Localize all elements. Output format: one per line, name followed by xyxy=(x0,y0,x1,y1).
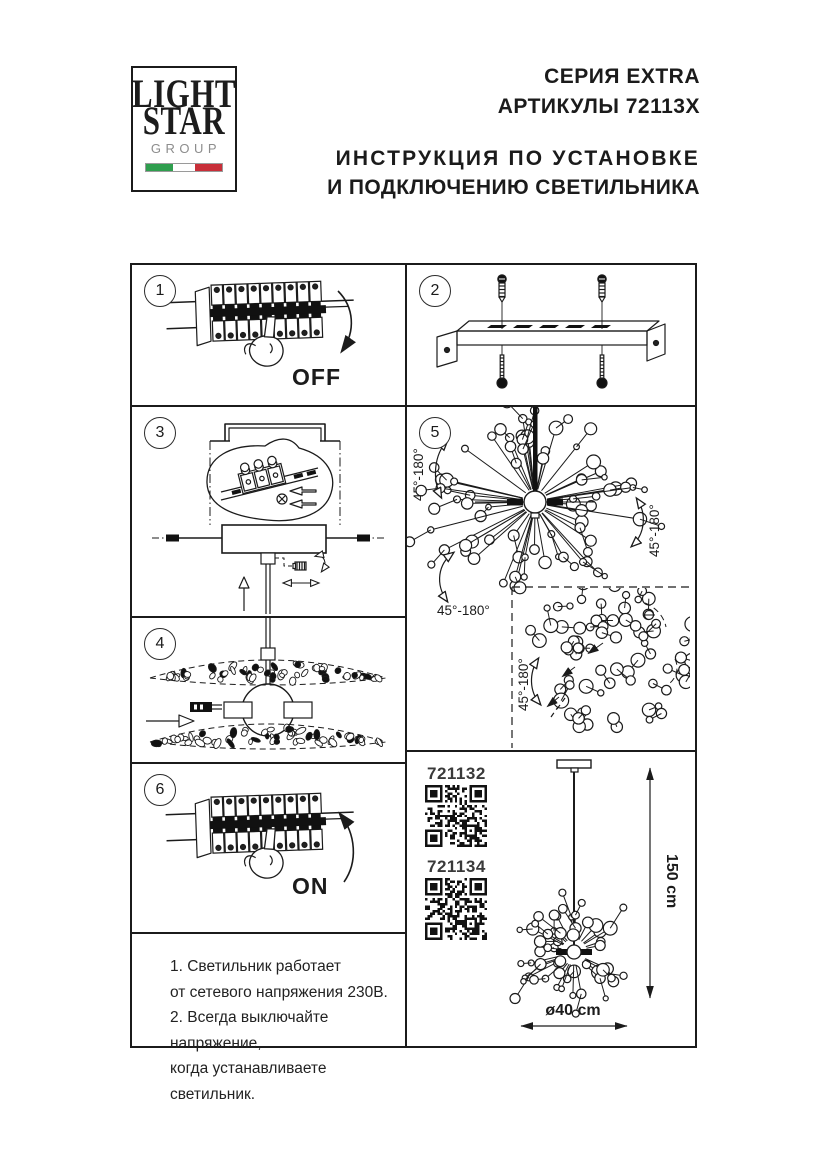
chandelier-rotation-illustration: 45°-180° 45°-180° 45°-180° 45°-180° xyxy=(407,407,691,748)
mounting-bracket-illustration xyxy=(436,274,666,389)
off-label: OFF xyxy=(292,364,341,390)
instruction-title: ИНСТРУКЦИЯ ПО УСТАНОВКЕ И ПОДКЛЮЧЕНИЮ СВ… xyxy=(270,144,700,202)
ceiling-canopy-illustration xyxy=(152,423,384,614)
step-panel-4: 4 xyxy=(132,618,407,764)
article-code-2: 721134 xyxy=(427,857,486,876)
step-panel-1: 1 OFF xyxy=(132,265,407,407)
breaker-panel-off-illustration: OFF xyxy=(165,280,356,390)
flag-red-segment xyxy=(194,164,222,171)
step-number-badge: 4 xyxy=(144,628,176,660)
article-code-1: 721132 xyxy=(427,764,486,783)
step-number-badge: 1 xyxy=(144,275,176,307)
instruction-title-line1: ИНСТРУКЦИЯ ПО УСТАНОВКЕ xyxy=(335,147,700,170)
step-panel-2: 2 xyxy=(407,265,695,407)
lightstar-logo: LIGHT STAR GROUP xyxy=(131,66,237,192)
note-line: от сетевого напряжения 230В. xyxy=(170,983,388,1001)
step-number-badge: 2 xyxy=(419,275,451,307)
step-number-badge: 6 xyxy=(144,774,176,806)
angle-label-right: 45°-180° xyxy=(647,504,662,557)
logo-word-light: LIGHT xyxy=(131,71,237,116)
flag-white-segment xyxy=(173,164,195,171)
articles-title: АРТИКУЛЫ 72113X xyxy=(497,95,700,118)
height-dimension-label: 150 cm xyxy=(663,854,680,908)
lamp-assembly-illustration xyxy=(146,618,387,750)
angle-label-inset: 45°-180° xyxy=(516,658,531,711)
instruction-title-line2: И ПОДКЛЮЧЕНИЮ СВЕТИЛЬНИКА xyxy=(327,176,700,199)
series-title: СЕРИЯ EXTRA xyxy=(544,65,700,88)
qr-code-721134 xyxy=(425,878,487,940)
step-number-badge: 3 xyxy=(144,417,176,449)
safety-notes-panel: 1. Светильник работает от сетевого напря… xyxy=(132,934,407,1103)
instruction-grid: 1 OFF 3 4 6 ON 1. Светильник работает от… xyxy=(130,263,697,1103)
logo-word-group: GROUP xyxy=(150,141,222,156)
flag-green-segment xyxy=(146,164,174,171)
note-line: 2. Всегда выключайте напряжение, xyxy=(170,1009,329,1052)
step-number-badge: 5 xyxy=(419,417,451,449)
header-text: СЕРИЯ EXTRA АРТИКУЛЫ 72113X ИНСТРУКЦИЯ П… xyxy=(270,62,700,202)
step-panel-3: 3 xyxy=(132,407,407,618)
step-panel-5: 5 45°-180° 45°-180° 45°-180° 45°-180° xyxy=(407,407,695,752)
diameter-dimension-label: ø40 cm xyxy=(545,1002,600,1019)
note-line: когда устанавливаете светильник. xyxy=(170,1060,327,1103)
note-line: 1. Светильник работает xyxy=(170,958,341,975)
pendant-dimensions-illustration: 150 cm ø40 cm xyxy=(509,759,680,1030)
italian-flag-bar xyxy=(145,163,223,172)
logo-word-star: STAR xyxy=(142,98,226,143)
breaker-panel-on-illustration: ON xyxy=(165,792,355,899)
angle-label-bottom: 45°-180° xyxy=(437,603,490,618)
qr-code-721132 xyxy=(425,785,487,847)
on-label: ON xyxy=(292,873,329,899)
safety-notes: 1. Светильник работает от сетевого напря… xyxy=(132,934,405,1107)
step-panel-6: 6 ON xyxy=(132,764,407,934)
product-info-panel: 721132 721134 150 cm ø40 cm xyxy=(407,752,695,1046)
